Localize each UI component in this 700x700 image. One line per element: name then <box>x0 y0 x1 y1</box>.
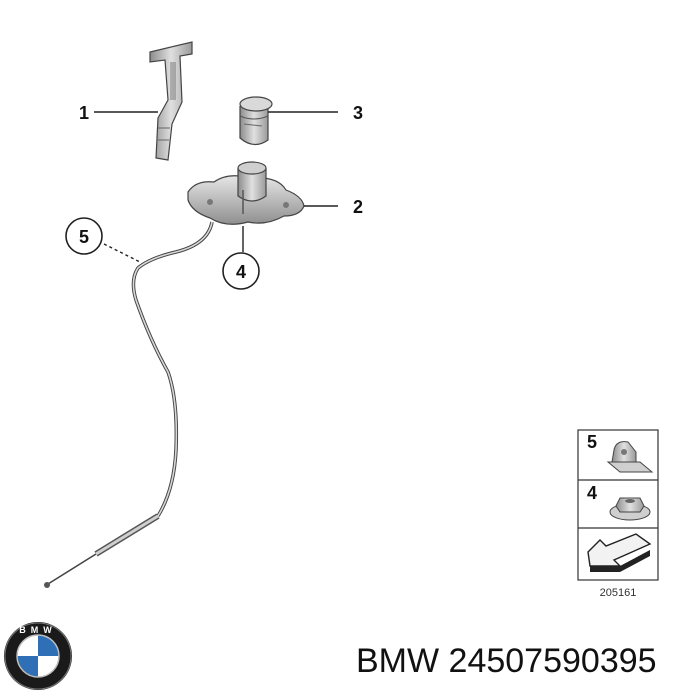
callout-2: 2 <box>353 197 363 217</box>
svg-text:4: 4 <box>587 483 597 503</box>
legend-reference: 205161 <box>600 587 637 599</box>
part-3-cylinder <box>239 96 273 146</box>
svg-text:1: 1 <box>79 103 89 123</box>
leader-lines <box>94 111 338 263</box>
direction-arrow-icon <box>587 533 652 572</box>
svg-text:5: 5 <box>79 227 89 247</box>
part-number: 24507590395 <box>448 642 657 680</box>
svg-text:2: 2 <box>353 197 363 217</box>
callout-1: 1 <box>79 103 89 123</box>
callout-5: 5 <box>65 217 103 255</box>
bmw-roundel-logo: BMW <box>4 622 72 690</box>
svg-text:3: 3 <box>353 103 363 123</box>
clip-nut-icon <box>606 441 654 473</box>
legend-item-5: 5 <box>587 432 654 473</box>
svg-text:4: 4 <box>236 262 246 282</box>
legend-box: 5 4 <box>577 429 659 581</box>
brand-name: BMW <box>356 642 440 680</box>
part-2-base-plate <box>187 161 305 225</box>
bowden-cable <box>44 221 214 588</box>
callout-4: 4 <box>222 252 260 290</box>
callout-3: 3 <box>353 103 363 123</box>
svg-text:BMW: BMW <box>19 625 57 635</box>
legend-item-4: 4 <box>587 483 651 521</box>
part-number-caption: BMW 24507590395 <box>356 636 696 686</box>
part-1-lever <box>149 41 193 161</box>
svg-text:5: 5 <box>587 432 597 452</box>
hex-nut-icon <box>609 497 651 521</box>
